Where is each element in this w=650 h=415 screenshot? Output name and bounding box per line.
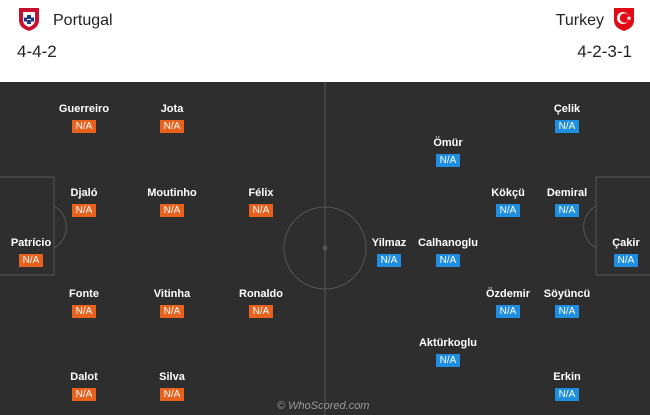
player-away-4[interactable]: Söyüncü N/A: [522, 288, 612, 319]
player-home-3[interactable]: Fonte N/A: [39, 288, 129, 319]
player-name: Çakir: [612, 237, 640, 249]
player-rating: N/A: [436, 254, 460, 267]
pitch: Patrício N/A Dalot N/A Fonte N/A Djaló N…: [0, 82, 650, 415]
player-name: Djaló: [70, 187, 98, 199]
player-rating: N/A: [555, 305, 579, 318]
player-home-2[interactable]: Dalot N/A: [39, 371, 129, 402]
away-team-name[interactable]: Turkey: [555, 12, 604, 29]
player-rating: N/A: [436, 154, 460, 167]
player-name: Kökçü: [491, 187, 525, 199]
player-name: Calhanoglu: [418, 237, 478, 249]
player-away-9[interactable]: Calhanoglu N/A: [403, 237, 493, 268]
player-rating: N/A: [436, 354, 460, 367]
player-rating: N/A: [496, 204, 520, 217]
player-name: Patrício: [10, 237, 52, 249]
player-name: Aktürkoglu: [418, 337, 478, 349]
player-away-7[interactable]: Özdemir N/A: [463, 288, 553, 319]
player-rating: N/A: [72, 204, 96, 217]
match-header: Portugal 4-4-2 Turkey 4-2-3-1: [0, 0, 650, 82]
player-rating: N/A: [377, 254, 401, 267]
player-name: Félix: [248, 187, 274, 199]
turkey-crest-icon: [614, 8, 634, 31]
player-name: Özdemir: [485, 288, 530, 300]
player-rating: N/A: [19, 254, 43, 267]
player-rating: N/A: [249, 305, 273, 318]
player-away-10[interactable]: Aktürkoglu N/A: [403, 337, 493, 368]
player-rating: N/A: [72, 120, 96, 133]
player-away-5[interactable]: Erkin N/A: [522, 371, 612, 402]
player-rating: N/A: [160, 204, 184, 217]
player-home-7[interactable]: Vitinha N/A: [127, 288, 217, 319]
player-name: Fonte: [69, 288, 99, 300]
away-formation: 4-2-3-1: [577, 42, 632, 61]
player-name: Çelik: [553, 103, 581, 115]
player-rating: N/A: [160, 388, 184, 401]
player-away-6[interactable]: Kökçü N/A: [463, 187, 553, 218]
player-away-1[interactable]: Çakir N/A: [581, 237, 650, 268]
player-name: Dalot: [70, 371, 98, 383]
player-home-4[interactable]: Djaló N/A: [39, 187, 129, 218]
player-rating: N/A: [614, 254, 638, 267]
player-home-6[interactable]: Silva N/A: [127, 371, 217, 402]
player-rating: N/A: [72, 388, 96, 401]
portugal-crest-icon: [19, 8, 39, 31]
watermark: © WhoScored.com: [277, 400, 370, 412]
home-formation: 4-4-2: [17, 42, 57, 61]
home-team-name[interactable]: Portugal: [53, 12, 113, 29]
player-away-3[interactable]: Demiral N/A: [522, 187, 612, 218]
player-name: Ömür: [433, 137, 463, 149]
player-home-9[interactable]: Jota N/A: [127, 103, 217, 134]
player-home-10[interactable]: Ronaldo N/A: [216, 288, 306, 319]
player-rating: N/A: [555, 388, 579, 401]
player-home-11[interactable]: Félix N/A: [216, 187, 306, 218]
player-name: Guerreiro: [58, 103, 110, 115]
player-name: Demiral: [546, 187, 588, 199]
pitch-markings: [0, 82, 650, 415]
player-rating: N/A: [496, 305, 520, 318]
player-name: Yilmaz: [371, 237, 407, 249]
player-rating: N/A: [249, 204, 273, 217]
player-name: Söyüncü: [543, 288, 591, 300]
player-rating: N/A: [555, 120, 579, 133]
player-rating: N/A: [72, 305, 96, 318]
player-away-8[interactable]: Ömür N/A: [403, 137, 493, 168]
player-away-11[interactable]: Yilmaz N/A: [344, 237, 434, 268]
player-name: Vitinha: [153, 288, 191, 300]
player-name: Ronaldo: [239, 288, 283, 300]
player-away-2[interactable]: Çelik N/A: [522, 103, 612, 134]
player-name: Erkin: [553, 371, 581, 383]
player-home-8[interactable]: Moutinho N/A: [127, 187, 217, 218]
player-name: Jota: [160, 103, 184, 115]
player-name: Moutinho: [147, 187, 197, 199]
player-home-1[interactable]: Patrício N/A: [0, 237, 76, 268]
player-name: Silva: [159, 371, 185, 383]
player-rating: N/A: [555, 204, 579, 217]
player-rating: N/A: [160, 305, 184, 318]
player-home-5[interactable]: Guerreiro N/A: [39, 103, 129, 134]
player-rating: N/A: [160, 120, 184, 133]
